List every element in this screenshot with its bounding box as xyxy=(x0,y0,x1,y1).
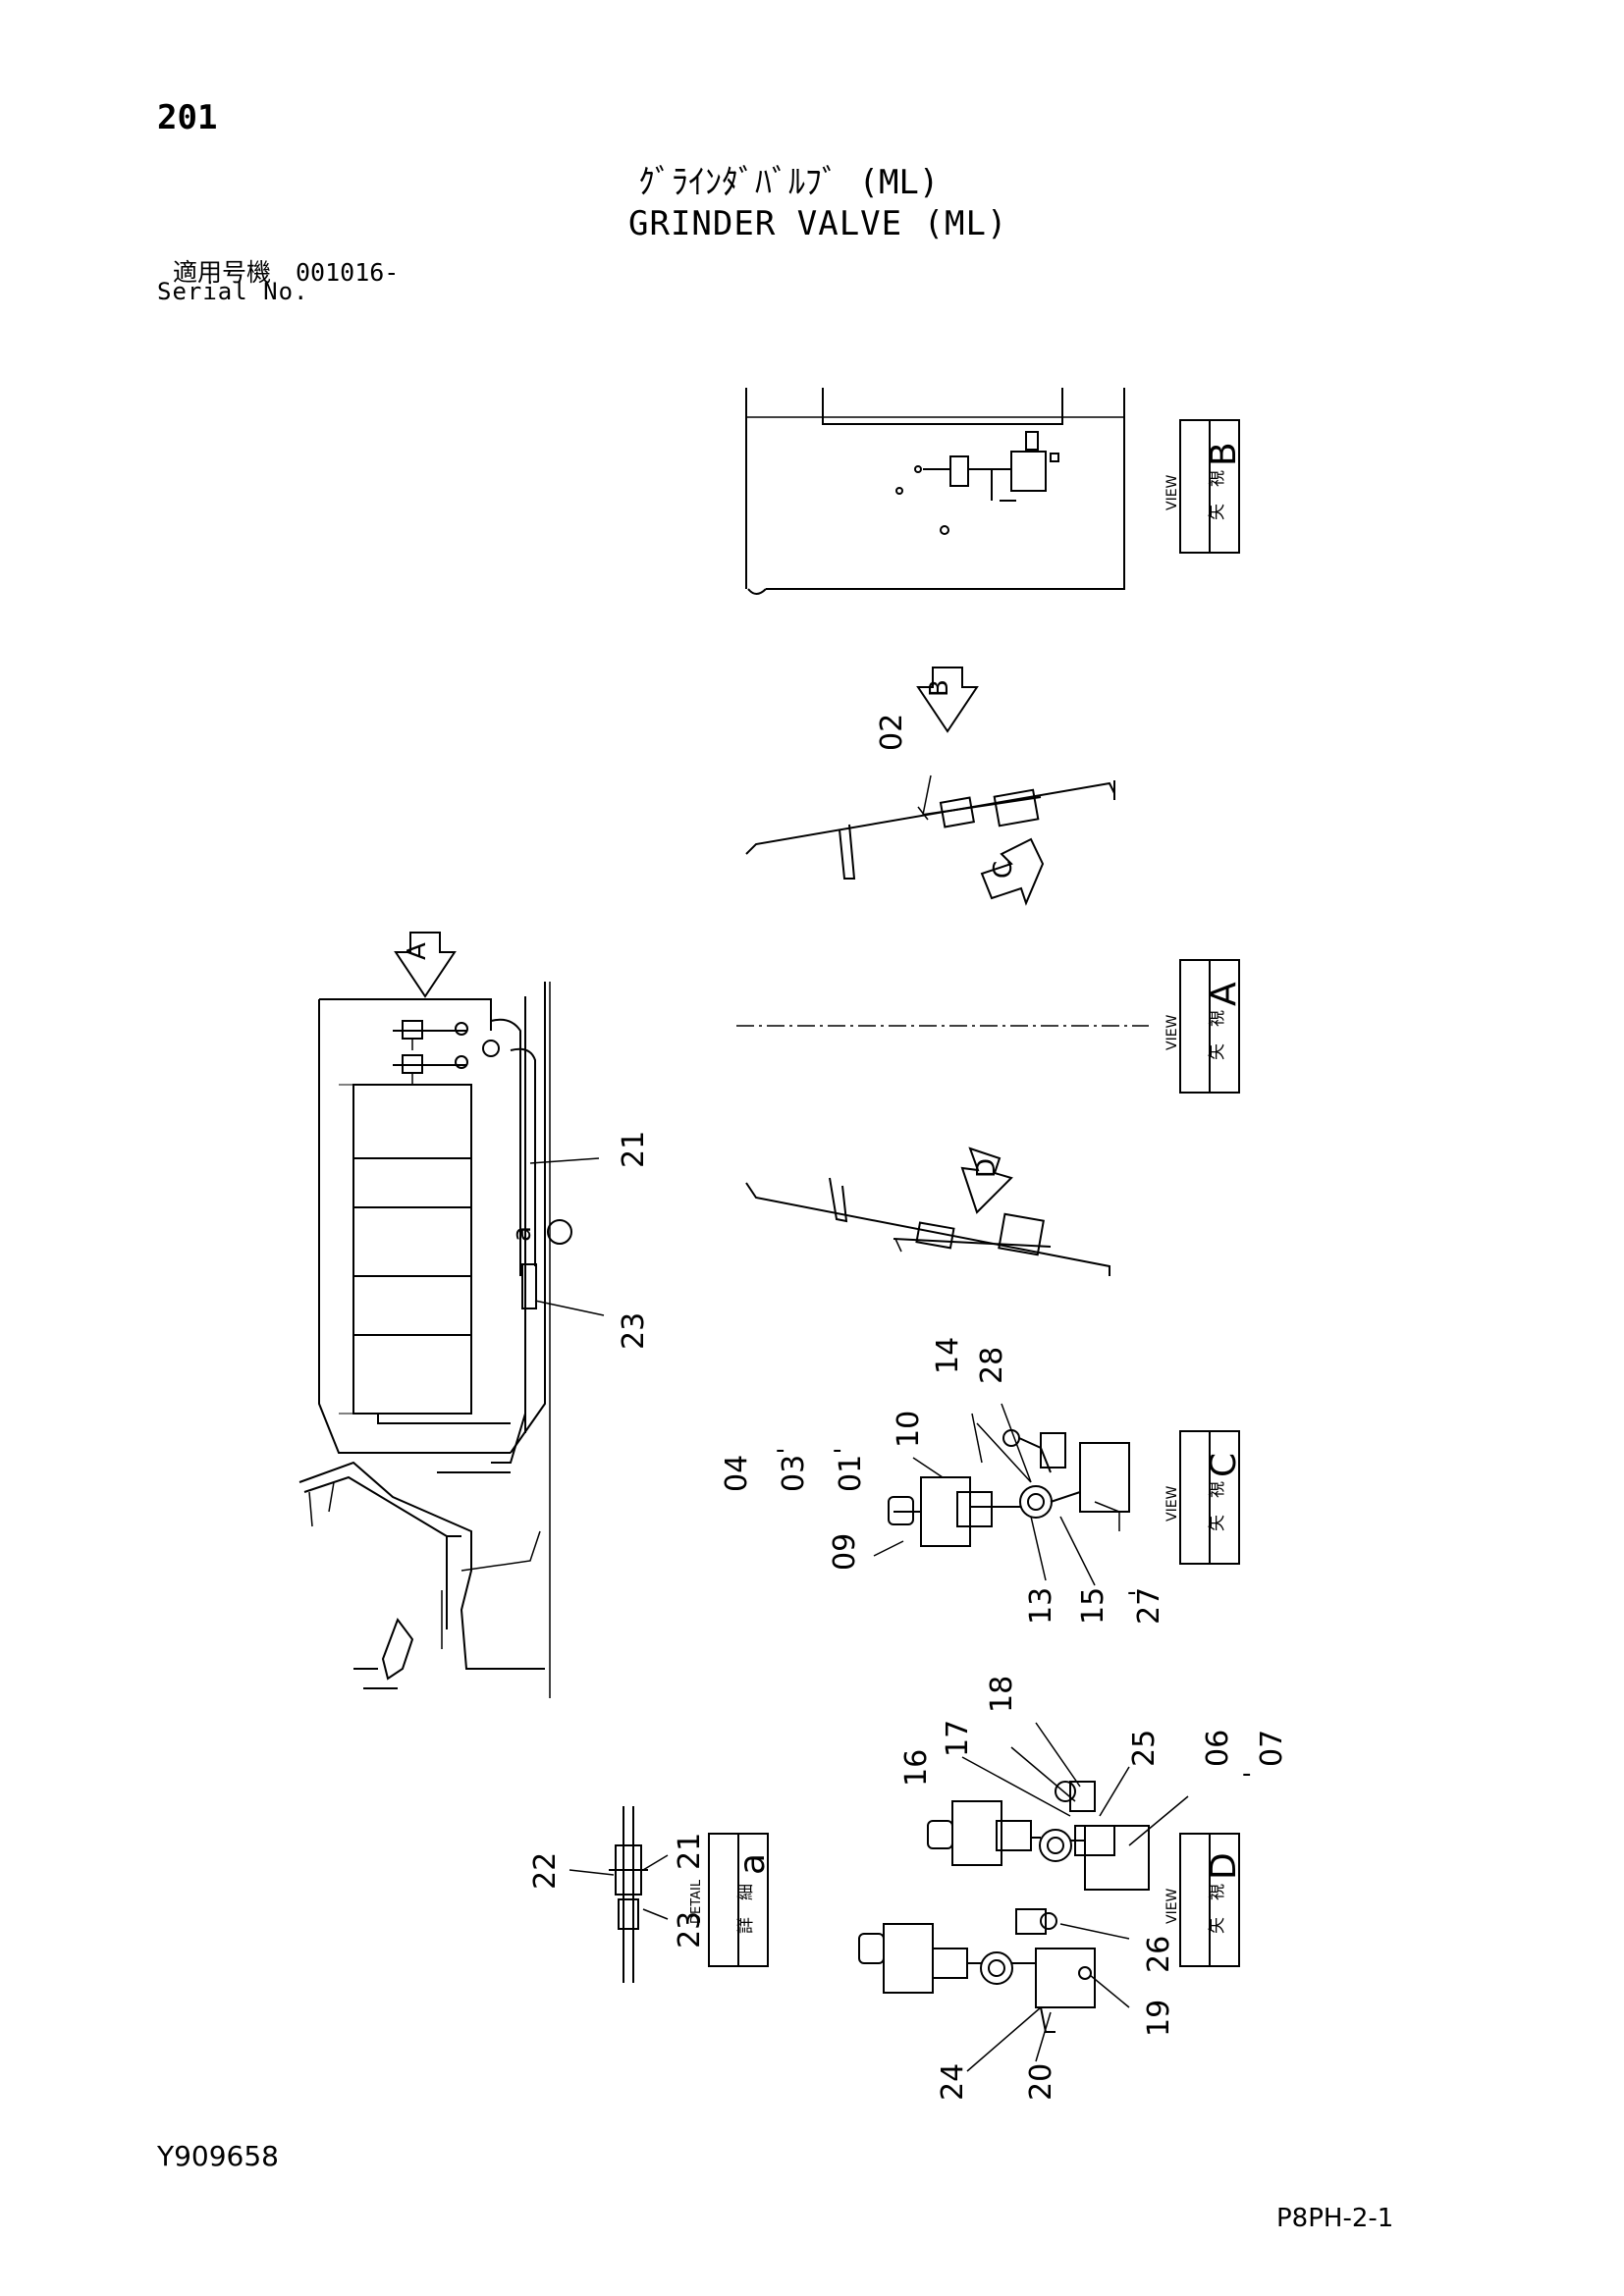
view-box-b: 矢 視 VIEW B xyxy=(1164,419,1244,554)
detail-box-a-en: DETAIL xyxy=(689,1879,704,1924)
callout-04: 04 xyxy=(720,1455,754,1492)
arrow-c: C xyxy=(980,837,1045,906)
title-japanese: ｸﾞﾗｲﾝﾀﾞﾊﾞﾙﾌﾞ (ML) xyxy=(638,163,940,202)
callout-14: 14 xyxy=(931,1337,965,1374)
arrow-d-label: D xyxy=(972,1158,1001,1178)
svg-text:-: - xyxy=(1242,1759,1251,1789)
view-box-c-jp: 矢 視 xyxy=(1208,1481,1227,1531)
callout-19: 19 xyxy=(1142,2000,1176,2037)
callout-06: 06 xyxy=(1201,1730,1235,1767)
arrow-b: B xyxy=(916,667,979,733)
arrow-b-label: B xyxy=(925,679,954,697)
arrow-a-label: A xyxy=(403,942,432,960)
view-box-b-en: VIEW xyxy=(1164,474,1180,510)
page-number: 201 xyxy=(157,98,218,137)
view-box-a: 矢 視 VIEW A xyxy=(1164,959,1244,1094)
callout-27: 27 xyxy=(1132,1587,1166,1625)
view-box-a-jp: 矢 視 xyxy=(1208,1010,1227,1060)
callout-22: 22 xyxy=(528,1852,563,1890)
arrow-d: D xyxy=(960,1147,1013,1214)
view-box-c: 矢 視 VIEW C xyxy=(1164,1430,1244,1565)
callout-15: 15 xyxy=(1076,1587,1110,1625)
view-box-b-letter: B xyxy=(1204,442,1244,466)
view-box-d-letter: D xyxy=(1204,1852,1244,1880)
detail-box-a: 詳 細 DETAIL a xyxy=(689,1833,773,1967)
arrow-c-label: C xyxy=(989,861,1018,879)
callout-16: 16 xyxy=(899,1749,934,1787)
detail-box-a-letter: a xyxy=(732,1853,773,1875)
drawing-number: Y909658 xyxy=(157,2140,279,2172)
detail-a-marker: a xyxy=(508,1226,537,1242)
main-assembly-view xyxy=(298,982,572,1698)
view-box-d: 矢 視 VIEW D xyxy=(1164,1833,1244,1967)
callout-21-main: 21 xyxy=(617,1131,651,1168)
serial-label-english: Serial No. xyxy=(157,278,309,305)
detail-a-drawing xyxy=(609,1806,648,1983)
detail-box-a-jp: 詳 細 xyxy=(736,1884,756,1934)
svg-text:-: - xyxy=(776,1435,785,1465)
callout-07: 07 xyxy=(1255,1730,1289,1767)
callout-10: 10 xyxy=(892,1411,926,1448)
view-b-drawing xyxy=(745,388,1125,595)
callout-21-detail: 21 xyxy=(673,1833,707,1870)
callout-18: 18 xyxy=(985,1676,1019,1713)
callout-03: 03 xyxy=(777,1455,811,1492)
callout-20: 20 xyxy=(1024,2063,1058,2101)
callout-17: 17 xyxy=(941,1720,975,1757)
view-d-drawing xyxy=(858,1781,1150,2033)
view-box-a-letter: A xyxy=(1204,982,1244,1006)
callout-24: 24 xyxy=(936,2063,970,2101)
callout-13: 13 xyxy=(1024,1587,1058,1625)
callout-23-detail: 23 xyxy=(673,1911,707,1949)
callout-28: 28 xyxy=(975,1347,1009,1384)
serial-label-japanese: 適用号機 001016- xyxy=(173,258,400,287)
svg-text:-: - xyxy=(1127,1577,1136,1607)
view-box-c-letter: C xyxy=(1204,1453,1244,1477)
side-view-lower xyxy=(745,1177,1110,1276)
side-view-upper xyxy=(745,774,1115,880)
view-c-drawing xyxy=(888,1429,1130,1547)
callout-02: 02 xyxy=(875,714,909,751)
callout-25: 25 xyxy=(1127,1730,1162,1767)
title-english: GRINDER VALVE (ML) xyxy=(628,204,1008,243)
view-box-a-en: VIEW xyxy=(1164,1014,1180,1050)
view-box-b-jp: 矢 視 xyxy=(1208,470,1227,520)
view-box-d-jp: 矢 視 xyxy=(1208,1884,1227,1934)
callout-01: 01 xyxy=(834,1455,868,1492)
view-box-c-en: VIEW xyxy=(1164,1485,1180,1522)
view-box-d-en: VIEW xyxy=(1164,1888,1180,1924)
callout-09: 09 xyxy=(828,1533,862,1571)
callout-23-main: 23 xyxy=(617,1312,651,1350)
arrow-a: A xyxy=(394,932,457,998)
callout-26: 26 xyxy=(1142,1936,1176,1973)
svg-text:-: - xyxy=(833,1435,841,1465)
page-code: P8PH-2-1 xyxy=(1276,2204,1394,2233)
